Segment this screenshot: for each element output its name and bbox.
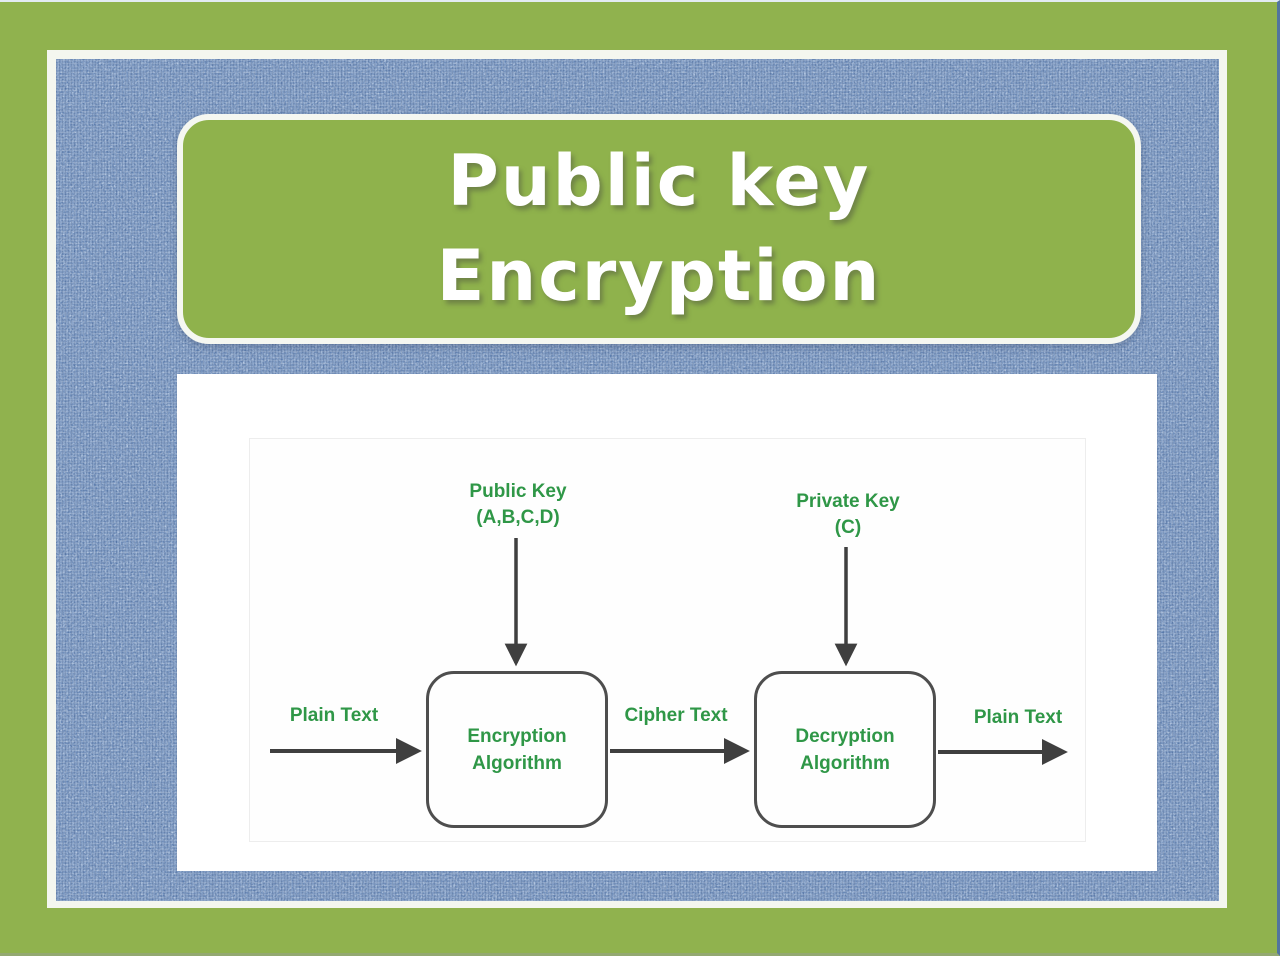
encryption-box-line1: Encryption: [467, 725, 567, 747]
diagram-arrows: [270, 538, 1068, 765]
slide-title-line2: Encryption: [436, 235, 882, 317]
public-key-label: Public Key (A,B,C,D): [469, 479, 566, 531]
title-banner: Public key Encryption: [177, 114, 1141, 344]
encryption-box-line2: Algorithm: [472, 752, 562, 774]
slide-title-line1: Public key: [447, 140, 871, 222]
denim-mat: Public key Encryption: [56, 59, 1219, 901]
mat-white-outline: Public key Encryption: [47, 50, 1227, 908]
decryption-box-line2: Algorithm: [800, 752, 890, 774]
cipher-text-label: Cipher Text: [624, 705, 728, 726]
content-panel: Public Key (A,B,C,D) Private Key (C) Pla…: [177, 374, 1157, 871]
plain-text-in-label: Plain Text: [289, 705, 379, 726]
encryption-algorithm-box: Encryption Algorithm: [426, 671, 608, 828]
plain-text-out-label: Plain Text: [973, 707, 1063, 728]
private-key-label: Private Key (C): [796, 489, 900, 541]
decryption-algorithm-box: Decryption Algorithm: [754, 671, 936, 828]
decryption-box-line1: Decryption: [795, 725, 895, 747]
encryption-flow-diagram: Public Key (A,B,C,D) Private Key (C) Pla…: [249, 438, 1086, 842]
private-key-value: (C): [834, 517, 862, 538]
public-key-value: (A,B,C,D): [476, 507, 560, 528]
public-key-title: Public Key: [469, 481, 567, 502]
private-key-title: Private Key: [796, 491, 900, 512]
